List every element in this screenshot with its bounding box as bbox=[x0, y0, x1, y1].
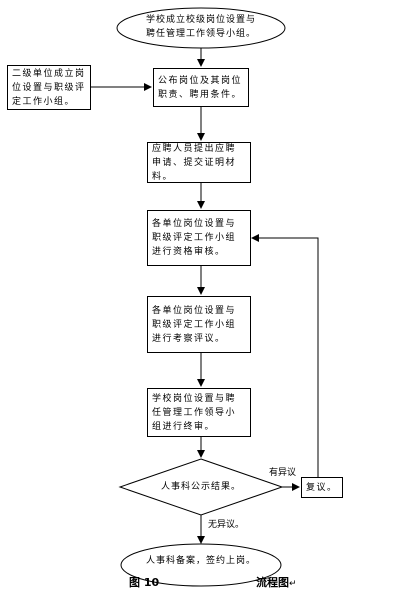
apply-node: 应聘人员提出应聘申请、提交证明材料。 bbox=[147, 142, 251, 183]
review-node: 各单位岗位设置与职级评定工作小组进行资格审核。 bbox=[147, 210, 251, 266]
evaluate-node: 各单位岗位设置与职级评定工作小组进行考察评议。 bbox=[147, 296, 251, 353]
caption-tail: 流程图↵ bbox=[256, 576, 297, 591]
caption-lead: 图 10 bbox=[129, 576, 160, 589]
final-review-node: 学校岗位设置与聘任管理工作领导小组进行终审。 bbox=[147, 388, 251, 437]
end-node: 人事科备案，签约上岗。 bbox=[145, 556, 256, 566]
caption-text: 流程图 bbox=[256, 576, 289, 589]
publish-node: 公布岗位及其岗位职责、聘用条件。 bbox=[153, 68, 249, 107]
caption-return-mark: ↵ bbox=[289, 579, 297, 589]
side-node: 二级单位成立岗位设置与职级评定工作小组。 bbox=[7, 65, 91, 110]
reconsider-node: 复议。 bbox=[301, 477, 343, 498]
no-objection-label: 无异议。 bbox=[208, 520, 245, 530]
end-ellipse bbox=[120, 543, 282, 587]
arrow-reconsider-to-review bbox=[251, 234, 319, 477]
decision-node: 人事科公示结果。 bbox=[160, 482, 241, 492]
objection-label: 有异议 bbox=[269, 468, 297, 478]
start-node: 学校成立校级岗位设置与聘任管理工作领导小组。 bbox=[145, 15, 256, 39]
